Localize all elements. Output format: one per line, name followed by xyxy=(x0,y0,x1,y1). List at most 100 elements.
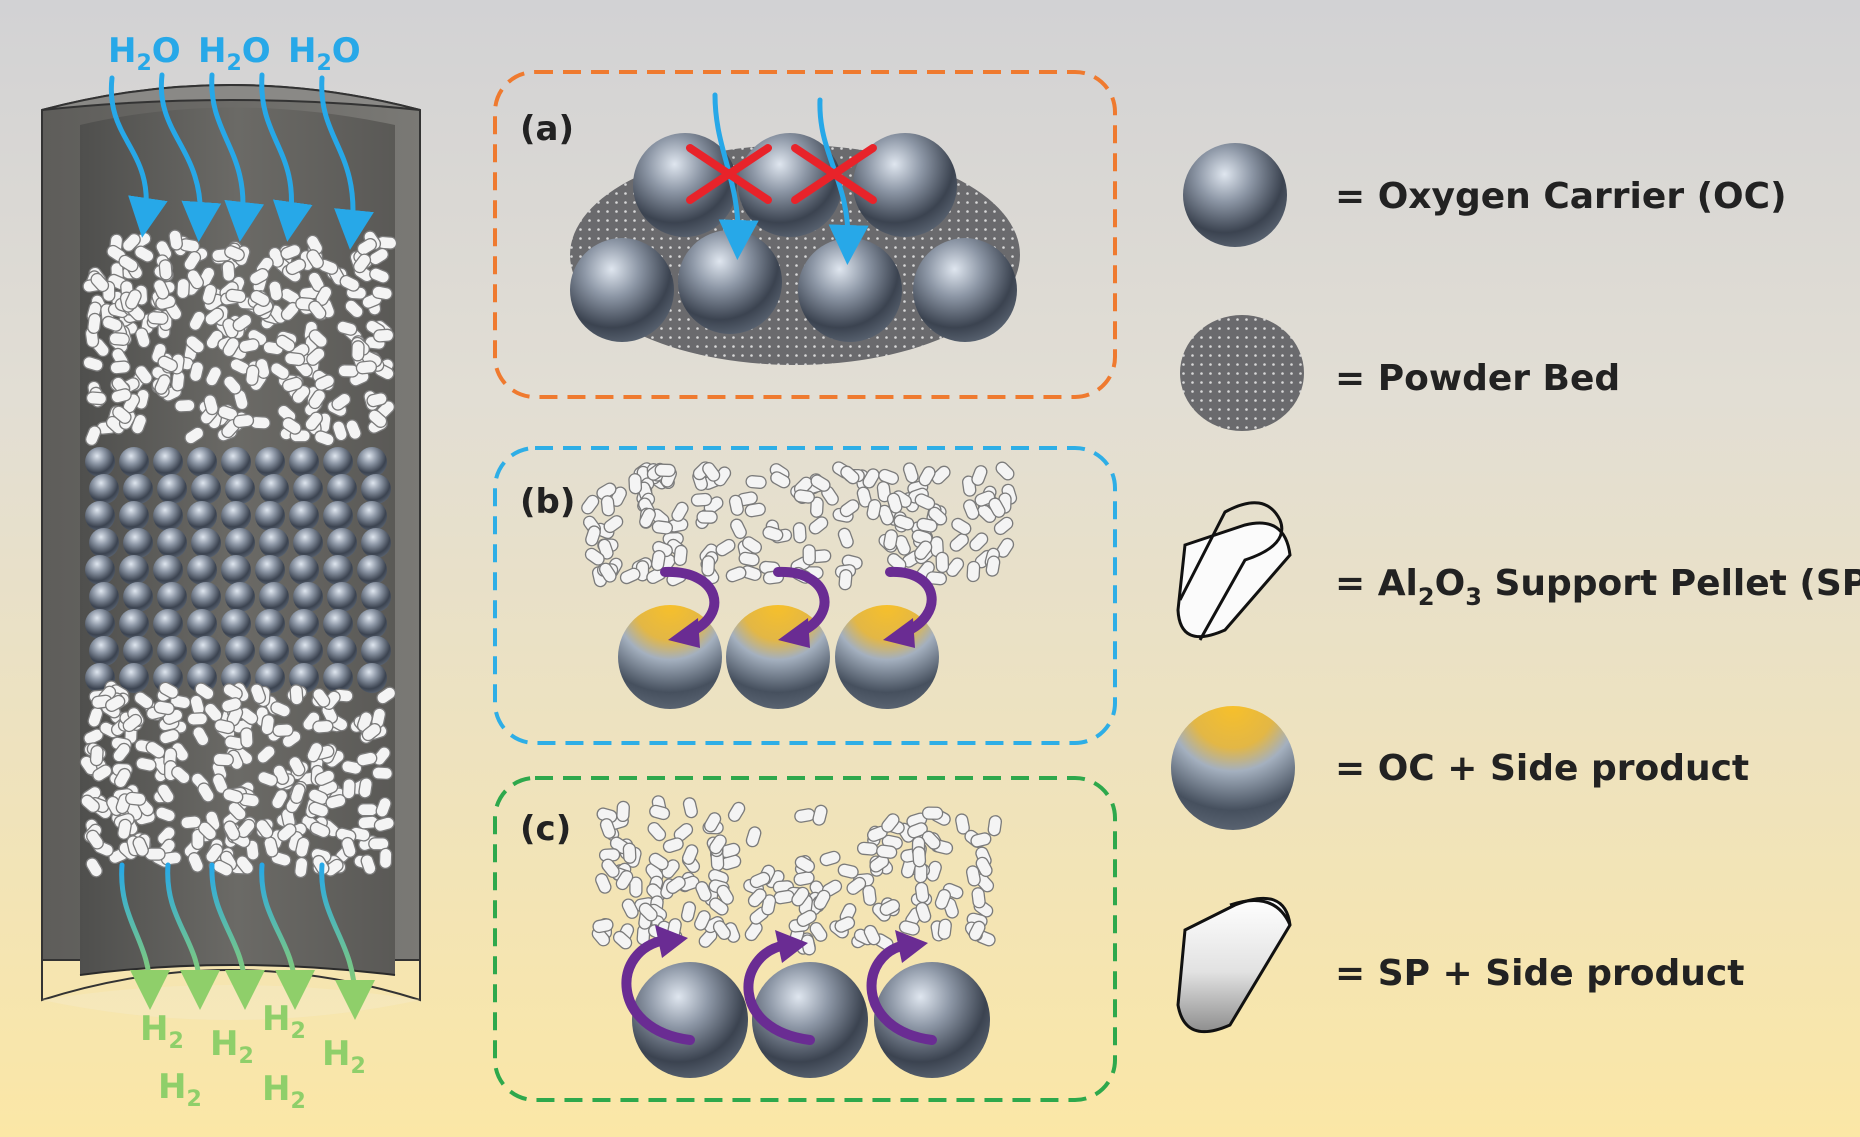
support-pellet xyxy=(293,856,310,879)
support-pellet xyxy=(356,803,379,817)
water-inlet-arrows xyxy=(108,72,374,250)
panel-c-oxygen-carriers xyxy=(632,962,990,1078)
oxygen-carrier-particle xyxy=(357,663,387,693)
oxygen-carrier-particle xyxy=(187,555,217,585)
support-pellet xyxy=(109,359,132,375)
oxygen-carrier-particle xyxy=(123,582,153,612)
support-pellet xyxy=(921,806,944,821)
legend-oxygen-carrier-icon xyxy=(1183,143,1287,247)
panel-c-migration-arrows xyxy=(621,935,937,1045)
support-pellet xyxy=(690,492,713,508)
oxygen-carrier-particle xyxy=(89,474,119,504)
support-pellet xyxy=(212,752,235,767)
oxygen-carrier-particle xyxy=(187,501,217,531)
panel-a-border xyxy=(493,70,1117,399)
oxygen-carrier-particle xyxy=(153,447,183,477)
oxygen-carrier-particle xyxy=(225,474,255,504)
support-pellet xyxy=(311,719,334,735)
panel-c-border xyxy=(493,776,1117,1102)
panel-b-oc-side-product xyxy=(618,605,939,709)
hydrogen-outlet-labels: H2 H2 H2 H2 H2 H2 xyxy=(140,999,366,1114)
support-pellet xyxy=(124,791,147,807)
oxygen-carrier-particle xyxy=(289,555,319,585)
oxygen-carrier-particle xyxy=(119,663,149,693)
support-pellet xyxy=(600,494,616,518)
legend-support-pellet-text: = Al2O3 Support Pellet (SP) xyxy=(1335,563,1860,611)
oxygen-carrier-particle xyxy=(357,501,387,531)
inlet-label-1: H2O xyxy=(108,31,181,76)
panel-b-label: (b) xyxy=(520,482,575,522)
support-pellet xyxy=(283,351,306,367)
support-pellet xyxy=(85,390,108,406)
support-pellet xyxy=(615,800,631,823)
oxygen-carrier-particle xyxy=(323,663,353,693)
legend: = Oxygen Carrier (OC) = Powder Bed = Al2… xyxy=(1171,143,1860,1034)
oxygen-carrier-particle xyxy=(259,528,289,558)
oxygen-carrier-particle xyxy=(293,528,323,558)
support-pellet xyxy=(158,258,174,281)
legend-sp-side-product-icon xyxy=(1176,896,1292,1034)
oxygen-carrier-particle xyxy=(119,609,149,639)
oxygen-carrier-particle xyxy=(327,474,357,504)
support-pellet xyxy=(672,544,689,567)
panel-c: (c) xyxy=(493,776,1117,1102)
reactor-oxygen-carrier-bed xyxy=(85,447,391,693)
panel-b-migration-arrows xyxy=(660,566,937,637)
inlet-label-2: H2O xyxy=(198,31,271,76)
oxygen-carrier-particle xyxy=(357,447,387,477)
oxygen-carrier-particle xyxy=(255,447,285,477)
oxygen-carrier-particle xyxy=(327,528,357,558)
oxygen-carrier-particle xyxy=(293,474,323,504)
oxygen-carrier-particle xyxy=(123,474,153,504)
oxygen-carrier-particle xyxy=(225,582,255,612)
inlet-label-3: H2O xyxy=(288,31,361,76)
oxygen-carrier-particle xyxy=(255,609,285,639)
support-pellet xyxy=(966,560,981,583)
panel-a-blocked-cross-icons xyxy=(686,144,877,204)
oxygen-carrier-particle xyxy=(361,474,391,504)
oxygen-carrier-particle xyxy=(259,582,289,612)
hydrogen-outlet-arrows xyxy=(119,862,375,1020)
oxygen-carrier-particle xyxy=(357,609,387,639)
support-pellet xyxy=(272,723,294,738)
support-pellet xyxy=(289,683,304,706)
outlet-label-2: H2 xyxy=(210,1024,254,1069)
oxygen-carrier-particle xyxy=(153,609,183,639)
outlet-label-3: H2 xyxy=(262,999,306,1044)
oxygen-carrier-particle xyxy=(259,474,289,504)
oxygen-carrier-particle xyxy=(323,609,353,639)
oxygen-carrier-particle xyxy=(255,663,285,693)
oxygen-carrier-particle xyxy=(293,582,323,612)
oxygen-carrier-particle xyxy=(361,636,391,666)
support-pellet xyxy=(146,310,170,326)
oxygen-carrier-particle xyxy=(221,501,251,531)
legend-sp-side-product-text: = SP + Side product xyxy=(1335,953,1744,994)
oxygen-carrier-particle xyxy=(221,555,251,585)
oxygen-carrier-particle xyxy=(255,501,285,531)
oxygen-carrier-particle xyxy=(323,447,353,477)
oxygen-carrier-particle xyxy=(153,555,183,585)
support-pellet xyxy=(936,917,953,941)
oxygen-carrier-particle xyxy=(191,636,221,666)
panel-a-label: (a) xyxy=(520,109,574,149)
oxygen-carrier-particle xyxy=(323,555,353,585)
support-pellet xyxy=(179,814,203,830)
support-pellet xyxy=(802,544,817,566)
support-pellet xyxy=(856,841,879,857)
oxygen-carrier-particle xyxy=(89,582,119,612)
oxygen-carrier-particle xyxy=(119,501,149,531)
oxygen-carrier-particle xyxy=(225,528,255,558)
oxygen-carrier-particle xyxy=(187,609,217,639)
oxygen-carrier-particle xyxy=(89,528,119,558)
oxygen-carrier-particle xyxy=(85,555,115,585)
panel-a-blocked-flow-arrows xyxy=(712,92,869,265)
legend-oxygen-carrier-text: = Oxygen Carrier (OC) xyxy=(1335,176,1787,217)
support-pellet xyxy=(378,847,393,870)
outlet-label-4: H2 xyxy=(322,1034,366,1079)
oxygen-carrier-particle xyxy=(89,636,119,666)
legend-oc-side-product-text: = OC + Side product xyxy=(1335,748,1749,789)
support-pellet xyxy=(744,474,768,490)
oxygen-carrier-particle xyxy=(289,501,319,531)
oxygen-carrier-particle xyxy=(85,501,115,531)
